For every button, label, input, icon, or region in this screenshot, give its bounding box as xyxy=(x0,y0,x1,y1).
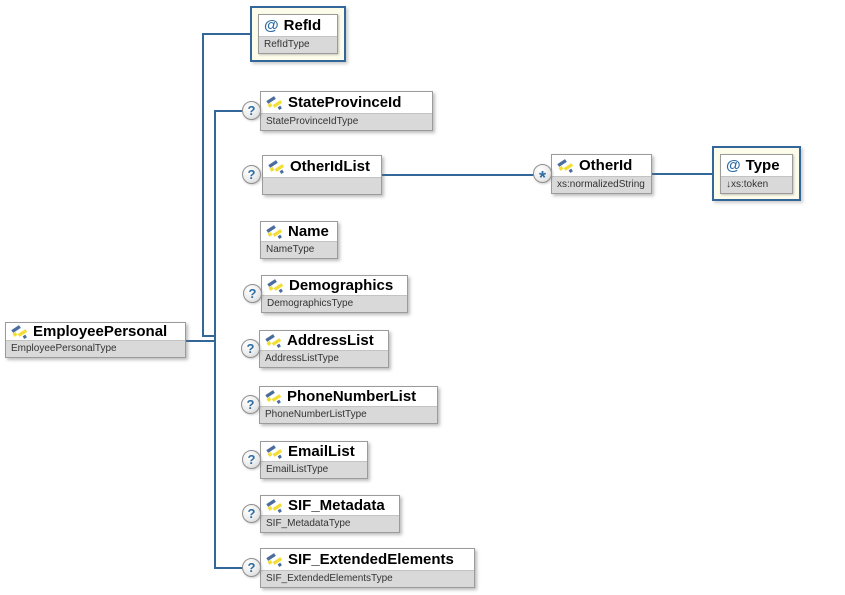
node-type: StateProvinceIdType xyxy=(261,113,432,130)
optional-indicator: ? xyxy=(242,101,261,120)
connector-to-refid xyxy=(202,33,250,35)
attribute-icon: @ xyxy=(264,17,279,34)
element-icon xyxy=(266,444,283,459)
node-title: SIF_ExtendedElements xyxy=(288,551,454,568)
connector-from-employeepersonal xyxy=(186,340,216,342)
optional-indicator: ? xyxy=(242,558,261,577)
attribute-frame-type: @ Type ↓xs:token xyxy=(712,146,801,201)
element-icon xyxy=(266,95,283,110)
element-icon xyxy=(267,278,284,293)
node-title: AddressList xyxy=(287,332,374,349)
node-title: EmployeePersonal xyxy=(33,323,168,340)
connector-to-stateprovinceid xyxy=(214,110,248,112)
node-title: Name xyxy=(288,223,329,240)
attribute-frame-refid: @ RefId RefIdType xyxy=(250,6,346,62)
element-icon xyxy=(266,224,283,239)
connector-otherid-type xyxy=(649,173,713,175)
optional-indicator: ? xyxy=(243,284,262,303)
node-title: RefId xyxy=(283,17,322,34)
node-type: xs:normalizedString xyxy=(552,176,651,193)
element-icon xyxy=(11,324,28,339)
node-otheridlist[interactable]: OtherIdList xyxy=(262,155,382,195)
node-name[interactable]: Name NameType xyxy=(260,221,338,259)
node-type: AddressListType xyxy=(260,350,388,367)
node-type: NameType xyxy=(261,241,337,258)
connector-trunk-jog xyxy=(202,335,216,337)
node-type: EmployeePersonalType xyxy=(6,340,185,357)
node-title: PhoneNumberList xyxy=(287,388,417,405)
node-type xyxy=(263,177,381,194)
node-type: ↓xs:token xyxy=(721,175,792,193)
node-type: DemographicsType xyxy=(262,295,407,312)
node-demographics[interactable]: Demographics DemographicsType xyxy=(261,275,408,313)
connector-to-sif-extendedelements xyxy=(214,567,248,569)
node-type: EmailListType xyxy=(261,461,367,478)
node-type: SIF_ExtendedElementsType xyxy=(261,570,474,587)
node-type-attribute[interactable]: @ Type ↓xs:token xyxy=(720,153,793,194)
connector-trunk-children xyxy=(214,110,216,569)
element-icon xyxy=(557,158,574,173)
element-icon xyxy=(265,333,282,348)
element-icon xyxy=(268,159,285,174)
optional-indicator: ? xyxy=(242,504,261,523)
element-icon xyxy=(266,552,283,567)
node-title: SIF_Metadata xyxy=(288,497,385,514)
node-phonenumberlist[interactable]: PhoneNumberList PhoneNumberListType xyxy=(259,386,438,424)
node-refid[interactable]: @ RefId RefIdType xyxy=(258,14,338,54)
optional-indicator: ? xyxy=(242,165,261,184)
element-icon xyxy=(265,389,282,404)
repeat-indicator: * xyxy=(533,164,552,187)
node-title: Demographics xyxy=(289,277,394,294)
optional-indicator: ? xyxy=(241,395,260,414)
node-title: EmailList xyxy=(288,443,355,460)
node-emaillist[interactable]: EmailList EmailListType xyxy=(260,441,368,479)
node-title: OtherIdList xyxy=(290,158,371,175)
optional-indicator: ? xyxy=(241,339,260,358)
node-title: OtherId xyxy=(579,157,633,174)
node-sif-metadata[interactable]: SIF_Metadata SIF_MetadataType xyxy=(260,495,400,533)
node-type: SIF_MetadataType xyxy=(261,515,399,532)
connector-otheridlist-otherid xyxy=(381,174,535,176)
attribute-icon: @ xyxy=(726,156,741,174)
node-type: RefIdType xyxy=(259,36,337,53)
node-otherid[interactable]: OtherId xs:normalizedString xyxy=(551,154,652,194)
element-icon xyxy=(266,498,283,513)
node-title: StateProvinceId xyxy=(288,94,402,111)
node-stateprovinceid[interactable]: StateProvinceId StateProvinceIdType xyxy=(260,91,433,131)
optional-indicator: ? xyxy=(242,450,261,469)
node-type: PhoneNumberListType xyxy=(260,406,437,423)
node-sif-extendedelements[interactable]: SIF_ExtendedElements SIF_ExtendedElement… xyxy=(260,548,475,588)
node-addresslist[interactable]: AddressList AddressListType xyxy=(259,330,389,368)
node-employeepersonal[interactable]: EmployeePersonal EmployeePersonalType xyxy=(5,322,186,358)
node-title: Type xyxy=(745,156,780,174)
connector-trunk-refid xyxy=(202,33,204,337)
